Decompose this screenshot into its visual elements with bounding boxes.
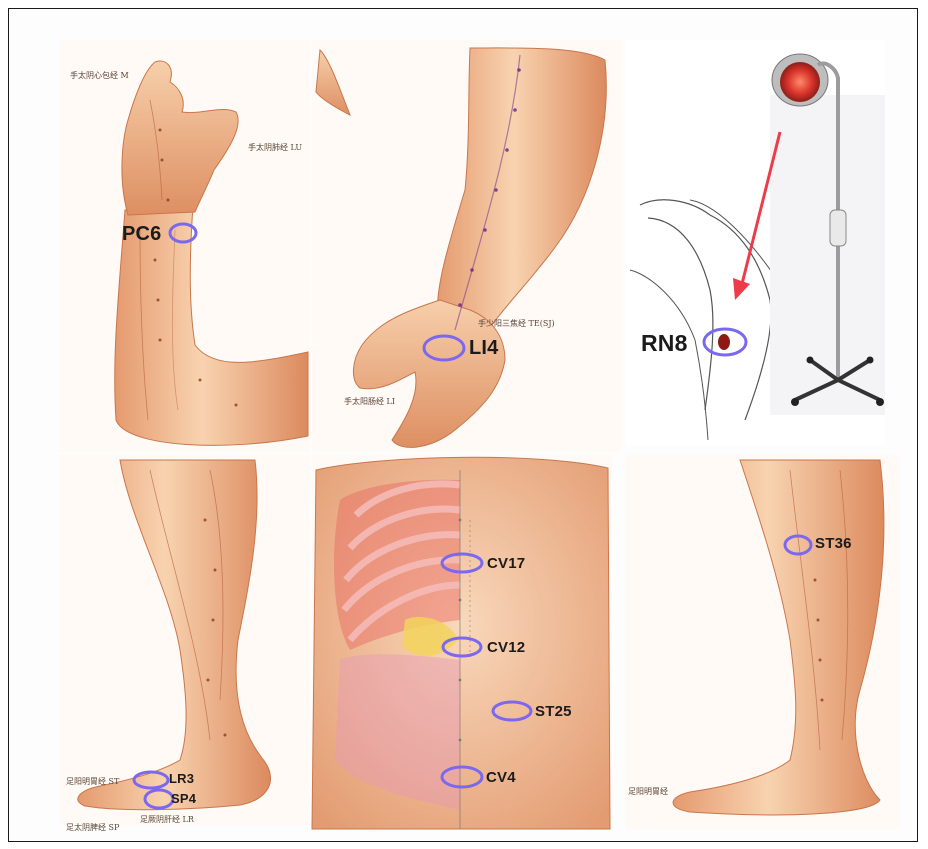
caption-foot-left-c: 足厥阴肝经 LR — [140, 814, 194, 825]
lr3-label: LR3 — [169, 772, 194, 785]
caption-arm-li: 手太阳肠经 LI — [344, 396, 395, 407]
arm-panel — [312, 40, 622, 452]
st36-label: ST36 — [815, 536, 852, 551]
caption-foot-left-b: 足太阴脾经 SP — [66, 822, 119, 833]
outer-leg-panel — [625, 455, 900, 829]
pc6-label: PC6 — [122, 224, 162, 244]
caption-hand-upper: 手太阴心包经 M — [70, 70, 129, 81]
st25-label: ST25 — [535, 704, 572, 719]
infrared-heat-lamp-icon — [770, 54, 885, 415]
inner-leg-panel — [60, 455, 310, 825]
sp4-label: SP4 — [171, 792, 196, 805]
cv12-label: CV12 — [487, 640, 525, 655]
rn8-label: RN8 — [641, 332, 688, 355]
li4-label: LI4 — [469, 338, 499, 358]
lamp-panel — [625, 40, 885, 445]
cv17-label: CV17 — [487, 556, 525, 571]
cv4-label: CV4 — [486, 770, 516, 785]
caption-arm-sj: 手少阳三焦经 TE(SJ) — [478, 318, 555, 329]
caption-foot-right: 足阳明胃经 — [628, 786, 668, 797]
torso-panel — [312, 455, 612, 829]
caption-hand-right: 手太阴肺经 LU — [248, 142, 302, 153]
forearm-panel — [60, 40, 310, 452]
caption-foot-left-a: 足阳明胃经 ST — [66, 776, 119, 787]
